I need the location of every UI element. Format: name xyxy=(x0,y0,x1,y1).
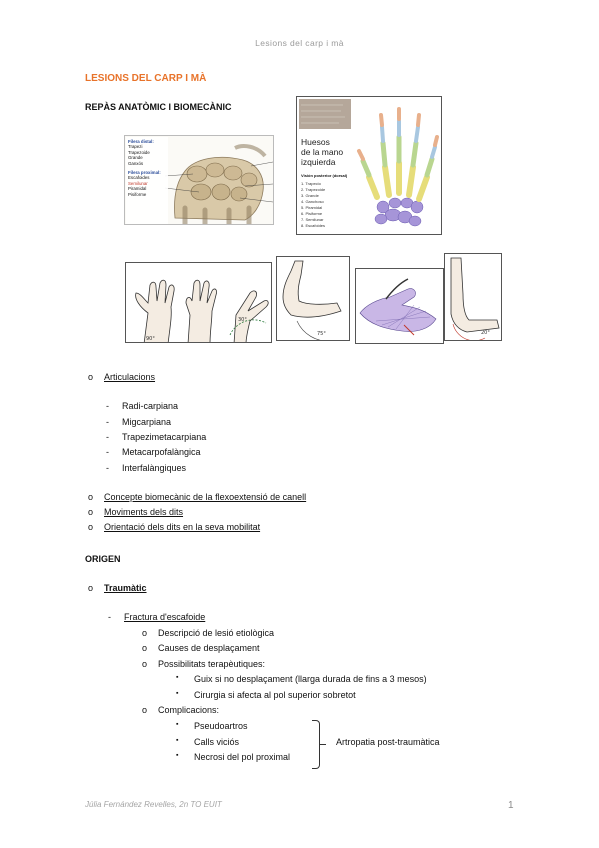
articulation-item: Migcarpiana xyxy=(122,417,172,427)
complication-item: Calls viciós xyxy=(194,737,240,747)
articulation-item: Metacarpofalàngica xyxy=(122,447,201,457)
wrist-rom-figure-3 xyxy=(355,268,444,344)
page-number: 1 xyxy=(508,800,514,811)
hand-legend-item: 3. Grande xyxy=(301,193,319,198)
wrist-flexion-illustration: 75° xyxy=(282,260,342,340)
traumatic-heading: Traumàtic xyxy=(104,583,147,593)
bullet-square: ▪ xyxy=(176,721,179,728)
bullet-circle: o xyxy=(142,705,148,715)
fracture-heading: Fractura d'escafoide xyxy=(124,612,206,622)
bullet-dash: - xyxy=(106,447,109,457)
section-heading-origin: ORIGEN xyxy=(85,554,121,564)
bullet-dash: - xyxy=(108,612,111,622)
topic-item: Concepte biomecànic de la flexoextensió … xyxy=(104,492,307,502)
topic-item: Moviments dels dits xyxy=(104,507,184,517)
proximal-item: Pisiforme xyxy=(128,191,147,197)
bullet-circle: o xyxy=(142,628,148,638)
document-title: LESIONS DEL CARP I MÀ xyxy=(85,73,207,84)
wrist-rom-figure-2: 75° xyxy=(276,256,350,341)
wrist-rom-figure-1: 90° 30° xyxy=(125,262,272,343)
rom-label-4: 20° xyxy=(481,330,490,336)
bullet-square: ▪ xyxy=(176,690,179,697)
bullet-circle: o xyxy=(88,507,94,517)
hand-title-line: izquierda xyxy=(301,157,336,167)
section-heading-review: REPÀS ANATÒMIC I BIOMECÀNIC xyxy=(85,102,232,112)
rom-label-1: 90° xyxy=(146,336,155,342)
bullet-square: ▪ xyxy=(176,737,179,744)
wrist-rom-figure-4: 20° xyxy=(444,253,502,341)
hand-legend-item: 8. Escafoides xyxy=(301,223,326,228)
proximal-item: Piramidal xyxy=(128,186,147,192)
footer-author: Júlia Fernández Revelles, 2n TO EUIT xyxy=(85,800,222,809)
articulation-item: Radi-carpiana xyxy=(122,401,179,411)
wrist-extension-illustration: 20° xyxy=(450,257,500,340)
hand-figure-title: Huesos de la mano izquierda xyxy=(301,137,343,167)
hand-numbered-legend: 1. Trapecio 2. Trapezoide 3. Grande 4. G… xyxy=(301,181,325,229)
complications-label: Complicacions: xyxy=(158,705,220,715)
distal-row-title: Filera distal: xyxy=(128,139,154,144)
fracture-subitem: Causes de desplaçament xyxy=(158,643,260,653)
bullet-circle: o xyxy=(142,643,148,653)
articulation-item: Trapezimetacarpiana xyxy=(122,432,207,442)
bullet-dash: - xyxy=(106,463,109,473)
complications-bracket-tick xyxy=(320,744,326,745)
hand-legend-item: 5. Piramidal xyxy=(301,205,323,210)
bullet-dash: - xyxy=(106,432,109,442)
bullet-square: ▪ xyxy=(176,674,179,681)
bullet-circle: o xyxy=(88,522,94,532)
hand-legend-item: 4. Ganchoso xyxy=(301,199,324,204)
therapy-item: Cirurgia si afecta al pol superior sobre… xyxy=(194,690,356,700)
proximal-item: Escafoides xyxy=(128,175,150,181)
fracture-subitem: Descripció de lesió etiològica xyxy=(158,628,275,638)
carpal-bones-figure: Filera distal: Trapezi Trapezoide Grande… xyxy=(124,135,274,225)
hand-bones-figure: Huesos de la mano izquierda Visión poste… xyxy=(296,96,442,235)
rom-label-2: 30° xyxy=(238,317,247,323)
hand-legend-item: 6. Pisiforme xyxy=(301,211,323,216)
therapy-item: Guix si no desplaçament (llarga durada d… xyxy=(194,674,427,684)
topic-item: Orientació dels dits en la seva mobilita… xyxy=(104,522,261,532)
hand-legend-item: 7. Semilunar xyxy=(301,217,324,222)
finger-mobility-illustration xyxy=(359,278,437,336)
hand-legend-item: 2. Trapezoide xyxy=(301,187,326,192)
wrist-deviation-illustration: 90° 30° xyxy=(135,279,269,342)
bullet-square: ▪ xyxy=(176,752,179,759)
distal-item: Trapezoide xyxy=(128,149,150,155)
complication-item: Pseudoartros xyxy=(194,721,248,731)
bullet-circle: o xyxy=(88,492,94,502)
bracket-note: Artropatia post-traumàtica xyxy=(336,737,440,747)
complication-item: Necrosi del pol proximal xyxy=(194,752,291,762)
bullet-circle: o xyxy=(88,372,94,382)
bullet-dash: - xyxy=(106,401,109,411)
articulations-heading: Articulacions xyxy=(104,372,156,382)
complications-bracket xyxy=(312,720,320,769)
carpal-legend: Filera distal: Trapezi Trapezoide Grande… xyxy=(128,139,168,197)
fracture-subitem: Possibilitats terapèutiques: xyxy=(158,659,266,669)
bullet-circle: o xyxy=(142,659,148,669)
running-header: Lesions del carp i mà xyxy=(255,38,344,48)
distal-item: Trapezi xyxy=(128,144,143,150)
hand-title-line: Huesos xyxy=(301,137,330,147)
hand-title-line: de la mano xyxy=(301,147,344,157)
distal-item: Grande xyxy=(128,155,143,161)
bullet-dash: - xyxy=(106,417,109,427)
rom-label-3: 75° xyxy=(317,331,326,337)
proximal-row-title: Filera proximal: xyxy=(128,170,161,176)
proximal-item: Semilunar xyxy=(128,180,148,186)
distal-item: Ganxós xyxy=(128,160,144,166)
bullet-circle: o xyxy=(88,583,94,593)
hand-bones-illustration xyxy=(299,99,439,227)
hand-legend-item: 1. Trapecio xyxy=(301,181,321,186)
carpal-bones-illustration xyxy=(125,136,273,224)
hand-subtitle: Visión posterior (dorsal) xyxy=(301,173,348,178)
articulation-item: Interfalàngiques xyxy=(122,463,187,473)
